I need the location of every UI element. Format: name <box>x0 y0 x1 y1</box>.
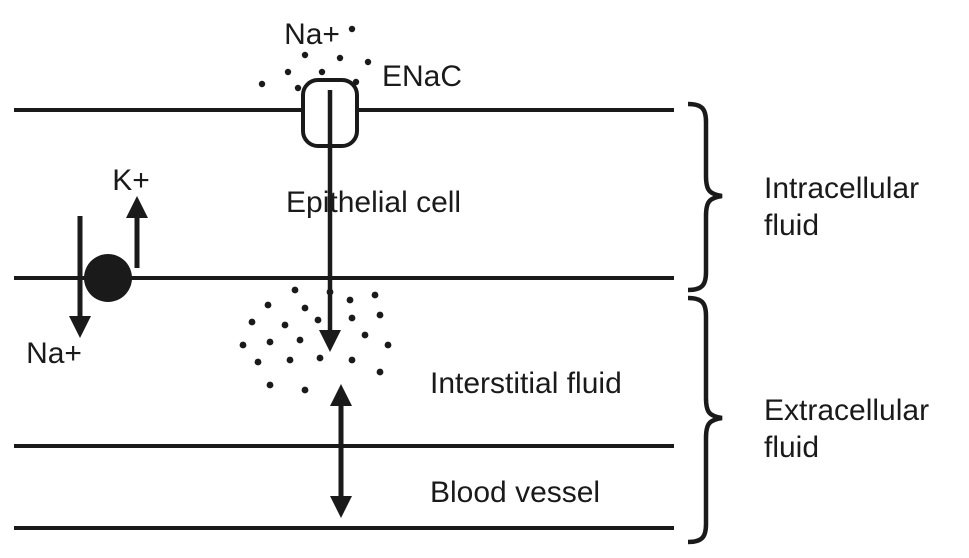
intracellular-brace <box>687 101 723 293</box>
sodium-potassium-pump <box>69 196 148 338</box>
interstitial-fluid-label: Interstitial fluid <box>430 367 622 400</box>
epithelial-cell-label: Epithelial cell <box>286 186 461 219</box>
sodium-ion-dots-apical <box>258 25 372 92</box>
svg-text:Extracellular: Extracellular <box>764 394 929 427</box>
blood-vessel-label: Blood vessel <box>430 476 600 509</box>
extracellular-brace <box>687 295 723 545</box>
k-uptake-arrow <box>126 196 148 268</box>
extracellular-fluid-label: Extracellular fluid <box>764 394 929 464</box>
svg-text:Intracellular: Intracellular <box>764 172 919 205</box>
na-top-label: Na+ <box>284 18 340 51</box>
pump-body-icon <box>84 254 132 302</box>
sodium-ion-dots-interstitial <box>239 286 392 402</box>
na-pump-label: Na+ <box>26 337 82 370</box>
na-extrusion-arrow <box>69 216 91 338</box>
interstitium-blood-exchange-arrow <box>330 384 352 518</box>
k-pump-label: K+ <box>112 164 150 197</box>
enac-label: ENaC <box>382 60 462 93</box>
svg-text:fluid: fluid <box>764 209 819 242</box>
svg-text:fluid: fluid <box>764 431 819 464</box>
intracellular-fluid-label: Intracellular fluid <box>764 172 919 242</box>
